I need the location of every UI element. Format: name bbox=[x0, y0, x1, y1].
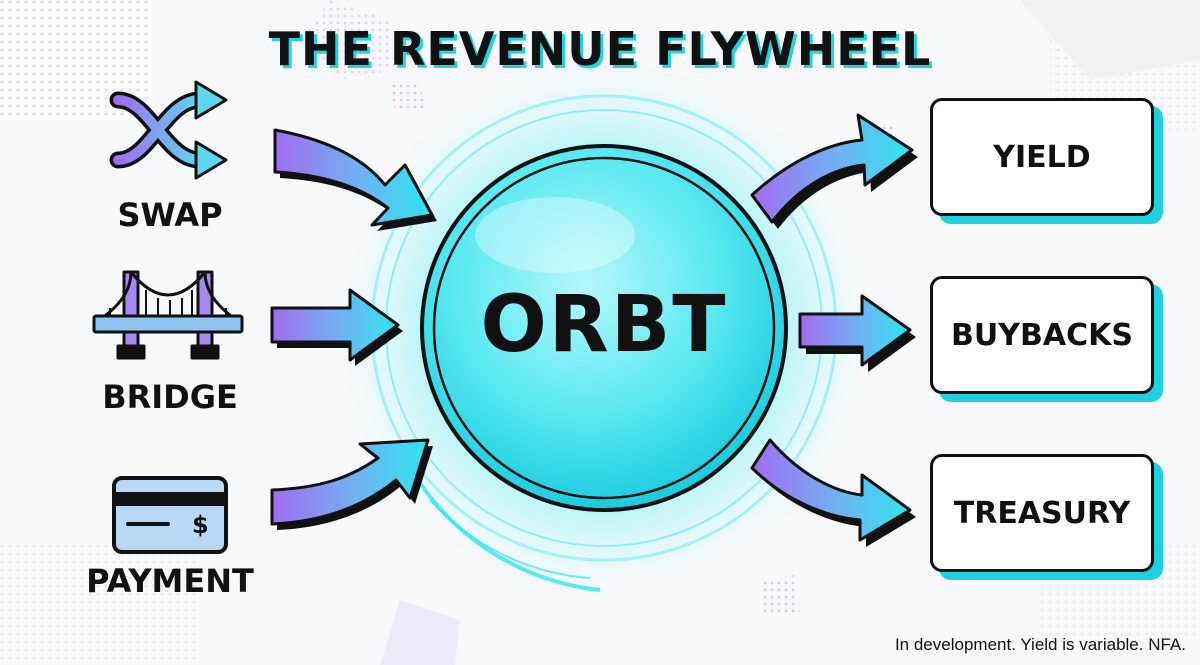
source-label-payment: PAYMENT bbox=[86, 562, 254, 600]
output-label-treasury: TREASURY bbox=[953, 495, 1131, 531]
card-dollar-symbol: $ bbox=[192, 511, 209, 539]
source-label-bridge: BRIDGE bbox=[102, 378, 238, 416]
output-box-yield: YIELD bbox=[930, 98, 1154, 216]
outgoing-arrows bbox=[750, 113, 918, 547]
output-box-buybacks: BUYBACKS bbox=[930, 276, 1154, 394]
source-label-swap: SWAP bbox=[117, 196, 223, 234]
output-label-buybacks: BUYBACKS bbox=[951, 317, 1133, 353]
yield-outflow-arrow bbox=[750, 113, 918, 229]
bridge-icon bbox=[92, 270, 244, 360]
treasury-outflow-arrow bbox=[750, 438, 916, 547]
bridge-inflow-arrow bbox=[270, 288, 403, 366]
diagram-title: THE REVENUE FLYWHEEL bbox=[268, 22, 932, 76]
incoming-arrows bbox=[270, 128, 437, 530]
output-box-treasury: TREASURY bbox=[930, 454, 1154, 572]
disclaimer-footnote: In development. Yield is variable. NFA. bbox=[894, 635, 1186, 654]
swap-inflow-arrow bbox=[273, 128, 437, 231]
output-label-yield: YIELD bbox=[993, 139, 1091, 175]
orbt-hub bbox=[420, 144, 788, 512]
buybacks-outflow-arrow bbox=[798, 294, 916, 372]
hub-label: ORBT bbox=[480, 280, 728, 370]
credit-card-icon: $ bbox=[112, 476, 228, 554]
shuffle-icon bbox=[109, 80, 228, 180]
payment-inflow-arrow bbox=[270, 438, 433, 530]
